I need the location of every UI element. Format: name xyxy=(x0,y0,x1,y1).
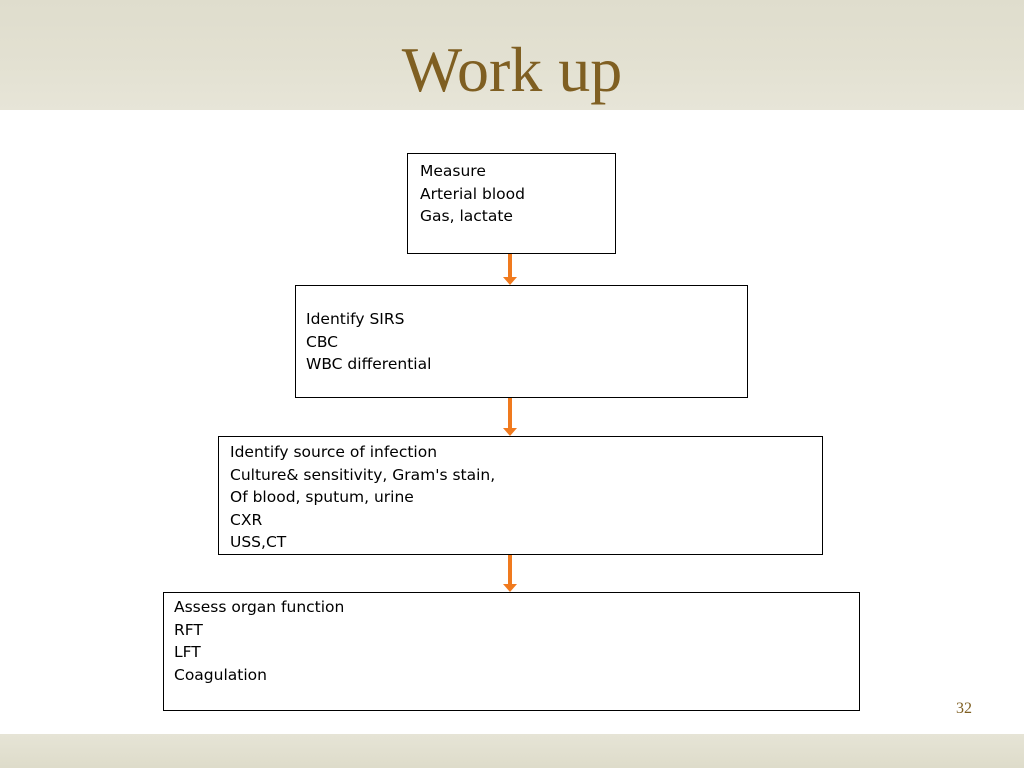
arrow-head-icon xyxy=(503,277,517,285)
flow-box-line: Measure xyxy=(420,162,486,180)
page-number: 32 xyxy=(956,700,972,717)
footer-band xyxy=(0,734,1024,768)
flow-box-line: CBC xyxy=(306,332,339,351)
arrow-shaft xyxy=(508,398,512,429)
arrow-head-icon xyxy=(503,584,517,592)
flow-arrow-down xyxy=(503,555,517,592)
flow-box-line: CXR xyxy=(230,510,263,529)
flow-box-text: Identify source of infection Culture& se… xyxy=(230,441,811,554)
flow-box-line: Arterial blood xyxy=(420,184,525,203)
flow-box-line: Identify source of infection xyxy=(230,443,438,461)
flow-box-assess-organ: Assess organ function RFT LFT Coagulatio… xyxy=(163,592,860,711)
flow-box-line: Assess organ function xyxy=(174,598,345,616)
slide-title: Work up xyxy=(401,34,623,105)
flow-box-identify-sirs: Identify SIRS CBC WBC differential xyxy=(295,285,748,398)
arrow-shaft xyxy=(508,254,512,278)
flow-box-line: Coagulation xyxy=(174,665,267,684)
flow-box-line: RFT xyxy=(174,620,203,639)
flow-box-text: Identify SIRS CBC WBC differential xyxy=(306,308,737,376)
flow-box-text: Assess organ function RFT LFT Coagulatio… xyxy=(174,596,849,686)
flow-box-identify-source: Identify source of infection Culture& se… xyxy=(218,436,823,555)
flow-box-line: Gas, lactate xyxy=(420,207,513,225)
flow-arrow-down xyxy=(503,398,517,436)
flow-box-line: Of blood, sputum, urine xyxy=(230,488,414,506)
arrow-head-icon xyxy=(503,428,517,436)
flow-arrow-down xyxy=(503,254,517,285)
flow-box-line: LFT xyxy=(174,643,201,661)
flow-box-line: USS,CT xyxy=(230,533,287,551)
flow-box-text: Measure Arterial blood Gas, lactate xyxy=(420,160,603,228)
header-band xyxy=(0,0,1024,110)
flow-box-measure: Measure Arterial blood Gas, lactate xyxy=(407,153,616,254)
flow-box-line: Culture& sensitivity, Gram's stain, xyxy=(230,465,496,484)
flow-box-line: Identify SIRS xyxy=(306,310,405,328)
arrow-shaft xyxy=(508,555,512,585)
flow-box-line: WBC differential xyxy=(306,355,432,373)
